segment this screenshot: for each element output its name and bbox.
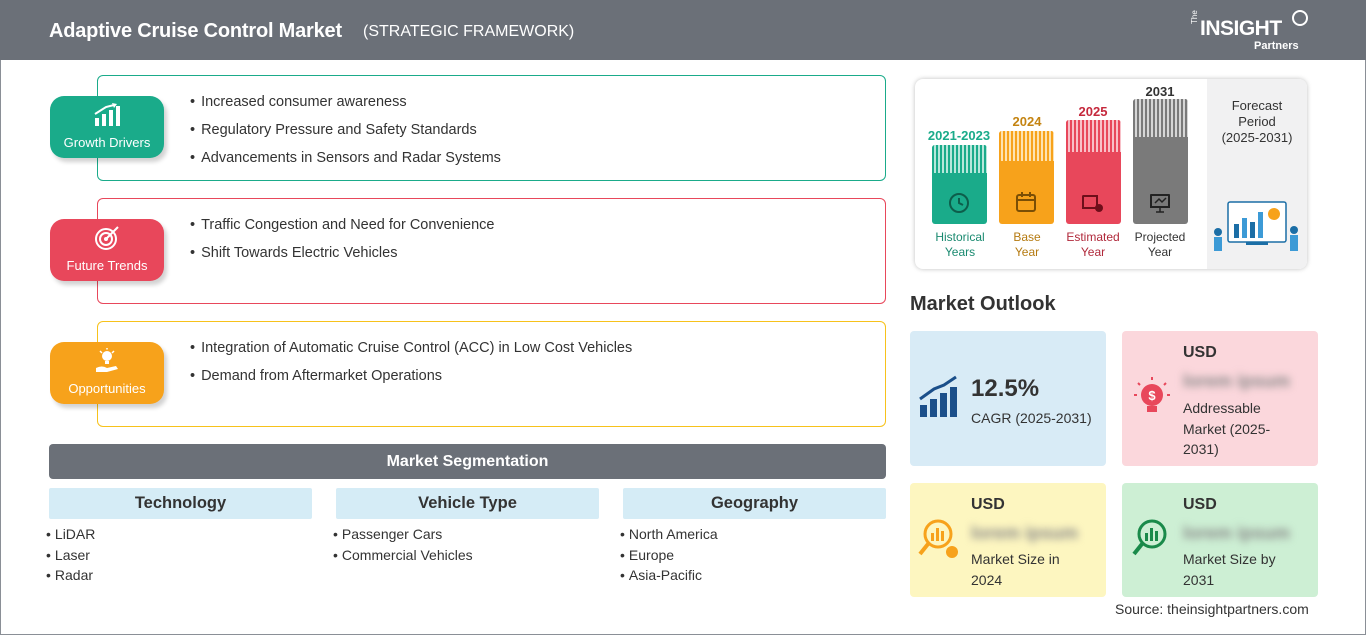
dollar-bulb-icon: $ — [1134, 377, 1170, 412]
redacted-value: lorem ipsum — [1183, 523, 1291, 543]
gear-chart-icon — [1082, 195, 1103, 212]
list-item: Asia-Pacific — [620, 567, 718, 588]
growth-drivers-badge: Growth Drivers — [50, 96, 164, 158]
cagr-tile: 12.5% CAGR (2025-2031) — [910, 331, 1106, 466]
list-item: Europe — [620, 547, 718, 568]
segment-heading-vehicle-type: Vehicle Type — [336, 488, 599, 519]
growth-driver-item: Regulatory Pressure and Safety Standards — [190, 122, 501, 150]
estimated-bar — [1066, 120, 1121, 224]
cagr-value: 12.5% — [971, 375, 1040, 402]
opportunities-card: Integration of Automatic Cruise Control … — [97, 321, 886, 427]
technology-list: LiDAR Laser Radar — [46, 526, 95, 588]
list-item: North America — [620, 526, 718, 547]
presentation-board-icon — [1150, 194, 1170, 213]
opportunity-item: Integration of Automatic Cruise Control … — [190, 340, 632, 368]
year-label: 2024 — [1012, 114, 1042, 129]
growth-chart-icon — [919, 375, 957, 417]
calendar-icon — [1016, 192, 1036, 212]
growth-drivers-card: Increased consumer awareness Regulatory … — [97, 75, 886, 181]
bar-growth-icon — [94, 103, 120, 126]
projected-bar — [1133, 99, 1188, 224]
year-label: 2031 — [1145, 84, 1175, 99]
geography-list: North America Europe Asia-Pacific — [620, 526, 718, 588]
header-bar: Adaptive Cruise Control Market (STRATEGI… — [0, 0, 1366, 60]
analytics-people-icon — [1214, 201, 1298, 251]
cagr-label: CAGR (2025-2031) — [971, 410, 1092, 426]
future-trend-item: Traffic Congestion and Need for Convenie… — [190, 217, 494, 245]
year-label: 2021-2023 — [927, 128, 991, 143]
growth-driver-item: Increased consumer awareness — [190, 94, 501, 122]
redacted-value: lorem ipsum — [1183, 371, 1291, 391]
market-size-2024-label: Market Size in 2024 — [971, 551, 1060, 588]
usd-label: USD — [971, 496, 1005, 513]
redacted-value: lorem ipsum — [971, 523, 1079, 543]
historical-bar — [932, 145, 987, 224]
market-outlook-title: Market Outlook — [910, 293, 1056, 315]
history-clock-icon — [949, 193, 969, 213]
addressable-market-label: Addressable Market (2025- 2031) — [1183, 400, 1271, 457]
segment-heading-geography: Geography — [623, 488, 886, 519]
future-trend-item: Shift Towards Electric Vehicles — [190, 245, 494, 273]
page-subtitle: (STRATEGIC FRAMEWORK) — [363, 23, 575, 40]
svg-text:$: $ — [1148, 388, 1156, 403]
opportunity-item: Demand from Aftermarket Operations — [190, 368, 632, 396]
market-size-2031-tile: USD lorem ipsum Market Size by 2031 — [1122, 483, 1318, 597]
magnifier-chart-icon — [1132, 519, 1167, 556]
opportunities-badge: Opportunities — [50, 342, 164, 404]
forecast-period-text: Forecast Period (2025-2031) — [1221, 98, 1293, 145]
insight-partners-logo: The INSIGHT Partners — [1190, 10, 1310, 54]
source-link[interactable]: Source: theinsightpartners.com — [1115, 601, 1309, 617]
segment-heading-technology: Technology — [49, 488, 312, 519]
market-segmentation-bar: Market Segmentation — [49, 444, 886, 479]
market-size-2024-tile: USD lorem ipsum Market Size in 2024 — [910, 483, 1106, 597]
addressable-market-tile: $ USD lorem ipsum Addressable Market (20… — [1122, 331, 1318, 466]
list-item: LiDAR — [46, 526, 95, 547]
list-item: Radar — [46, 567, 95, 588]
future-trends-badge: Future Trends — [50, 219, 164, 281]
target-icon — [95, 226, 119, 250]
lightbulb-hand-icon — [96, 348, 118, 372]
future-trends-card: Traffic Congestion and Need for Convenie… — [97, 198, 886, 304]
magnifier-chart-icon — [918, 519, 958, 558]
market-size-2031-label: Market Size by 2031 — [1183, 551, 1276, 588]
usd-label: USD — [1183, 496, 1217, 513]
vehicle-type-list: Passenger Cars Commercial Vehicles — [333, 526, 473, 567]
list-item: Passenger Cars — [333, 526, 473, 547]
page-title: Adaptive Cruise Control Market — [49, 20, 342, 42]
list-item: Laser — [46, 547, 95, 568]
year-label: 2025 — [1078, 104, 1108, 119]
growth-driver-item: Advancements in Sensors and Radar System… — [190, 150, 501, 178]
list-item: Commercial Vehicles — [333, 547, 473, 568]
usd-label: USD — [1183, 344, 1217, 361]
base-bar — [999, 131, 1054, 224]
